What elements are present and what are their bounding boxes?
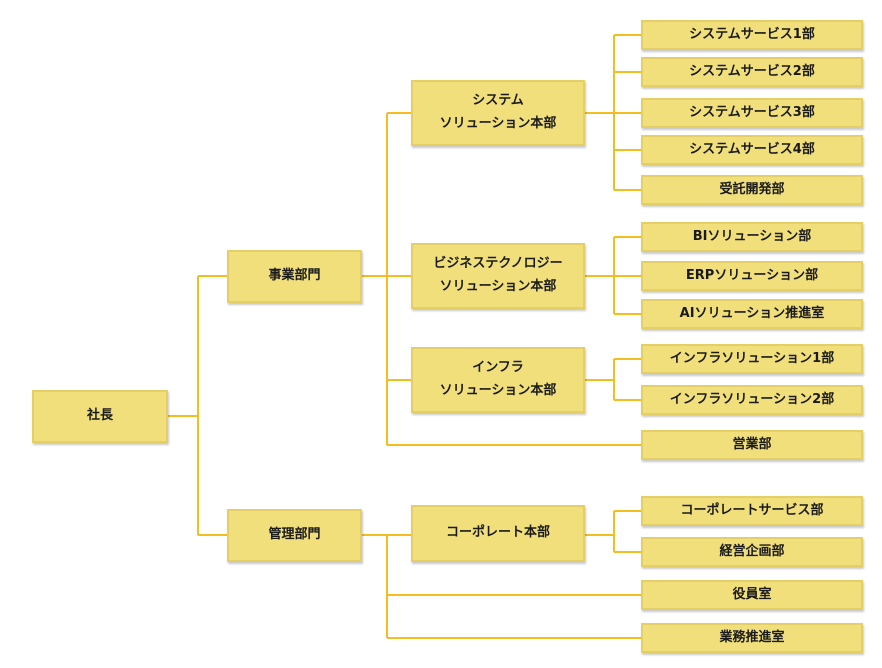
connector-business xyxy=(362,112,641,446)
org-box-system-dept: システムサービス3部 xyxy=(641,98,863,128)
org-box-business-promotion: 業務推進室 xyxy=(641,623,863,653)
connector-ceo xyxy=(168,275,227,536)
connector-bizt-hq xyxy=(585,236,641,315)
org-box-bizt-dept: BIソリューション部 xyxy=(641,222,863,252)
connector-admin xyxy=(362,534,641,639)
org-box-corporate-dept: コーポレートサービス部 xyxy=(641,496,863,526)
org-box-ceo: 社長 xyxy=(32,390,168,443)
org-box-admin-division: 管理部門 xyxy=(227,509,362,562)
org-box-sales: 営業部 xyxy=(641,430,863,460)
org-box-system-dept: システムサービス4部 xyxy=(641,135,863,165)
org-box-business-division: 事業部門 xyxy=(227,250,362,303)
org-box-infra-dept: インフラソリューション1部 xyxy=(641,344,863,374)
org-box-infra-dept: インフラソリューション2部 xyxy=(641,385,863,415)
org-box-system-dept: システムサービス2部 xyxy=(641,57,863,87)
org-box-bizt-dept: AIソリューション推進室 xyxy=(641,299,863,329)
org-box-executive-office: 役員室 xyxy=(641,580,863,610)
org-box-corporate-hq: コーポレート本部 xyxy=(411,505,585,562)
org-box-system-dept: 受託開発部 xyxy=(641,175,863,205)
org-box-bizt-hq: ビジネステクノロジー ソリューション本部 xyxy=(411,243,585,309)
connector-system-hq xyxy=(585,34,641,191)
connector-infra-hq xyxy=(585,358,641,401)
org-box-bizt-dept: ERPソリューション部 xyxy=(641,261,863,291)
org-box-infra-hq: インフラ ソリューション本部 xyxy=(411,347,585,413)
org-box-corporate-dept: 経営企画部 xyxy=(641,537,863,567)
org-box-system-dept: システムサービス1部 xyxy=(641,20,863,50)
org-box-system-hq: システム ソリューション本部 xyxy=(411,80,585,146)
connector-corporate-hq xyxy=(585,510,641,553)
